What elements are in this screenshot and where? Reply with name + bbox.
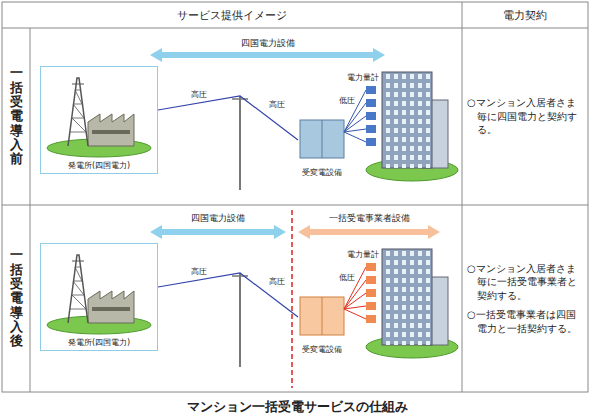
meters-before: [366, 125, 376, 133]
meter-label: 電力量計: [346, 73, 380, 83]
row-label: 一括受電導入前: [2, 28, 30, 205]
scene-before: [47, 72, 458, 190]
meters-after: [366, 289, 376, 297]
meters-after: [366, 263, 376, 323]
meters-before: [366, 86, 376, 94]
range-label: 四国電力設備: [190, 213, 246, 224]
low-voltage-lines-before: [344, 116, 366, 132]
substation-after: [300, 297, 344, 335]
table-grid: [30, 28, 31, 392]
meters-before: [366, 86, 376, 146]
high-voltage-line: [158, 96, 298, 140]
substation-before: [322, 120, 323, 158]
meter-label: 電力量計: [346, 250, 380, 260]
range-label: 一括受電事業者設備: [328, 213, 411, 224]
scene-after: [47, 249, 458, 367]
table-grid: [2, 28, 588, 29]
low-voltage-lines-before: [344, 132, 366, 142]
voltage-label: 低圧: [338, 96, 356, 106]
power-plant-box: 発電所(四国電力): [40, 243, 158, 351]
shikoku-range-arrow-after: [150, 225, 286, 239]
table-grid: [2, 205, 588, 206]
table-grid: [2, 2, 588, 392]
meters-after: [366, 315, 376, 323]
boundary-dashed-line: [292, 210, 293, 388]
voltage-label: 高圧: [268, 100, 286, 110]
low-voltage-lines-after: [344, 306, 366, 309]
voltage-label: 低圧: [338, 273, 356, 283]
substation-after: [300, 297, 344, 335]
low-voltage-lines-after: [344, 309, 366, 319]
meters-before: [366, 99, 376, 107]
node-text: 一括受電導入後: [10, 248, 23, 348]
range-label: 四国電力設備: [240, 38, 296, 49]
figure-caption: マンション一括受電サービスの仕組み: [0, 398, 595, 416]
shikoku-range-arrow: [150, 48, 385, 62]
provider-range-arrow: [298, 225, 440, 239]
low-voltage-lines-before: [344, 103, 366, 132]
substation-before: [300, 120, 344, 158]
node-text: 一括受電導入前: [10, 66, 23, 166]
low-voltage-lines-before: [344, 129, 366, 132]
low-voltage-lines-after: [344, 293, 366, 309]
column-header: 電力契約: [462, 2, 588, 28]
contract-cell: ○マンション入居者さま毎に四国電力と契約する。: [462, 28, 588, 205]
substation-box: 受変電設備: [298, 118, 346, 178]
column-header: サービス提供イメージ: [2, 2, 462, 28]
node-text: ○一括受電事業者は四国電力と一括契約する。: [467, 308, 583, 335]
node-text: 発電所(四国電力): [68, 160, 130, 173]
substation-box: 受変電設備: [298, 295, 346, 355]
voltage-label: 高圧: [268, 277, 286, 287]
high-voltage-line: [158, 273, 298, 317]
node-text: ○マンション入居者さま毎に四国電力と契約する。: [467, 96, 583, 137]
node-text: 発電所(四国電力): [68, 337, 130, 350]
table-grid: [462, 2, 463, 392]
low-voltage-lines-after: [344, 280, 366, 309]
meters-after: [366, 302, 376, 310]
meters-before: [366, 112, 376, 120]
substation-before: [300, 120, 344, 158]
table-grid: [2, 2, 588, 392]
meters-before: [366, 138, 376, 146]
node-text: 受変電設備: [302, 167, 342, 178]
node-text: ○マンション入居者さま毎に一括受電事業者と契約する。: [467, 262, 583, 303]
power-plant-box: 発電所(四国電力): [40, 66, 158, 174]
node-text: サービス提供イメージ: [177, 8, 287, 23]
contract-cell: ○マンション入居者さま毎に一括受電事業者と契約する。 ○一括受電事業者は四国電力と…: [462, 205, 588, 392]
node-text: 受変電設備: [302, 344, 342, 355]
boundary-dashed-line: [291, 210, 293, 388]
node-text: 電力契約: [503, 8, 547, 23]
substation-after: [322, 297, 323, 335]
voltage-label: 高圧: [190, 267, 208, 277]
meters-after: [366, 276, 376, 284]
voltage-label: 高圧: [190, 90, 208, 100]
shikoku-range-arrow: [150, 48, 385, 62]
provider-range-arrow: [298, 225, 440, 239]
meters-after: [366, 263, 376, 271]
row-label: 一括受電導入後: [2, 205, 30, 392]
shikoku-range-arrow-after: [150, 225, 286, 239]
